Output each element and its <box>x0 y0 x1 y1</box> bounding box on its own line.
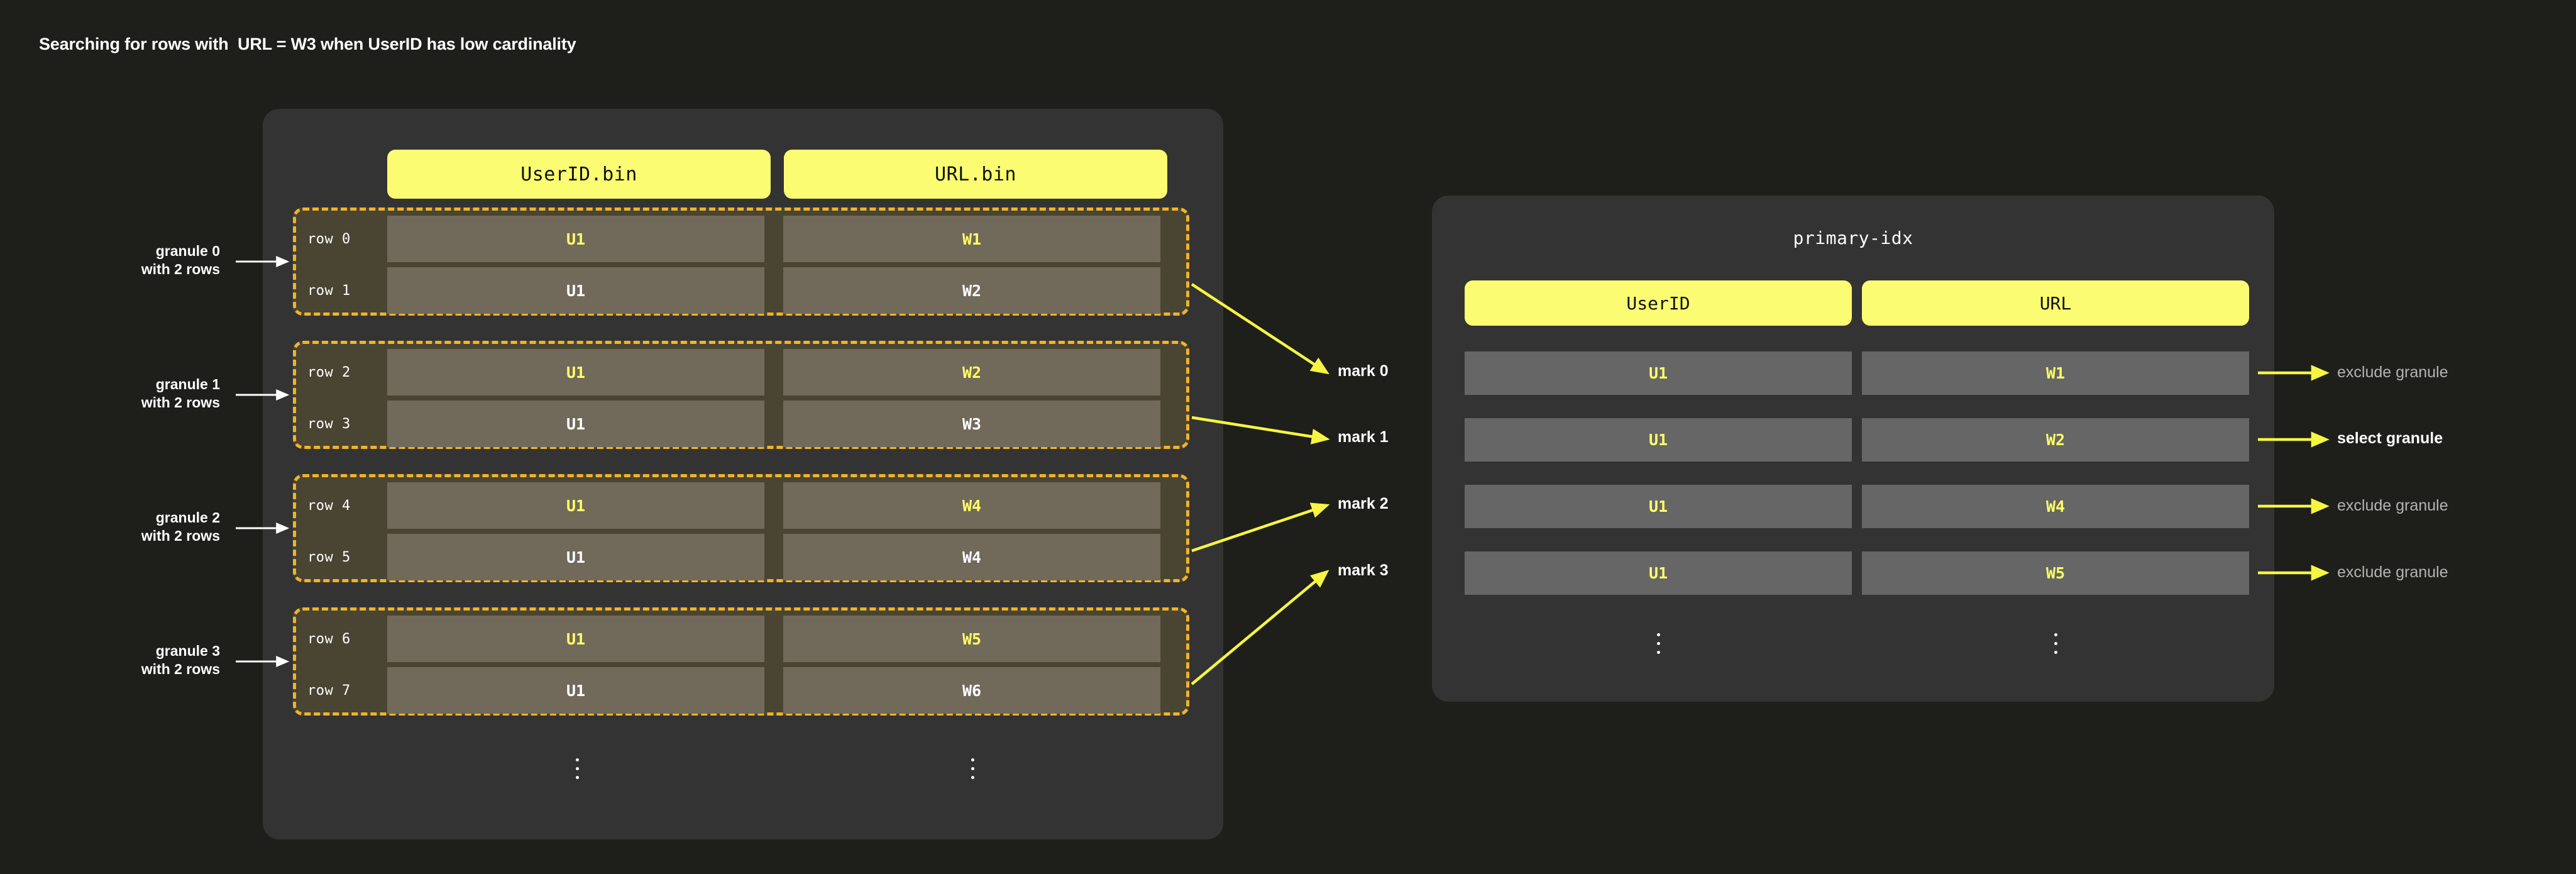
cell-url: W3 <box>783 401 1160 447</box>
row-label: row 7 <box>307 682 351 699</box>
cell-userid: U1 <box>387 267 764 314</box>
index-cell-userid: U1 <box>1465 418 1852 462</box>
column-header-userid-bin: UserID.bin <box>387 150 771 199</box>
granule-block[interactable]: row 6 U1 W5 row 7 U1 W6 <box>293 607 1189 716</box>
vertical-ellipsis-icon <box>2049 633 2062 660</box>
cell-url: W1 <box>783 216 1160 262</box>
row-label: row 2 <box>307 364 351 380</box>
index-cell-userid: U1 <box>1465 551 1852 595</box>
mark-label-3: mark 3 <box>1338 561 1389 579</box>
cell-userid: U1 <box>387 401 764 447</box>
index-cell-userid: U1 <box>1465 485 1852 528</box>
index-column-header-userid: UserID <box>1465 280 1852 326</box>
table-row: row 4 U1 W4 <box>296 482 1186 529</box>
row-label: row 0 <box>307 231 351 247</box>
decision-label-0: exclude granule <box>2337 363 2448 381</box>
decision-label-3: exclude granule <box>2337 563 2448 581</box>
page-title: Searching for rows with URL = W3 when Us… <box>39 35 576 53</box>
table-row: row 1 U1 W2 <box>296 267 1186 314</box>
vertical-ellipsis-icon <box>571 758 583 785</box>
row-label: row 4 <box>307 497 351 514</box>
cell-url: W5 <box>783 616 1160 662</box>
index-cell-url: W2 <box>1862 418 2249 462</box>
cell-userid: U1 <box>387 482 764 529</box>
cell-url: W6 <box>783 667 1160 714</box>
mark-label-2: mark 2 <box>1338 495 1389 512</box>
cell-url: W2 <box>783 349 1160 396</box>
table-row: row 5 U1 W4 <box>296 534 1186 580</box>
index-cell-url: W4 <box>1862 485 2249 528</box>
granule-block[interactable]: row 2 U1 W2 row 3 U1 W3 <box>293 341 1189 449</box>
vertical-ellipsis-icon <box>1652 633 1665 660</box>
cell-userid: U1 <box>387 349 764 396</box>
vertical-ellipsis-icon <box>966 758 979 785</box>
cell-userid: U1 <box>387 616 764 662</box>
decision-label-2: exclude granule <box>2337 497 2448 514</box>
cell-url: W2 <box>783 267 1160 314</box>
table-row: row 7 U1 W6 <box>296 667 1186 714</box>
table-row: row 3 U1 W3 <box>296 401 1186 447</box>
cell-url: W4 <box>783 482 1160 529</box>
table-row: row 0 U1 W1 <box>296 216 1186 262</box>
cell-userid: U1 <box>387 216 764 262</box>
row-label: row 3 <box>307 416 351 432</box>
index-cell-userid: U1 <box>1465 351 1852 395</box>
row-label: row 6 <box>307 631 351 647</box>
cell-userid: U1 <box>387 667 764 714</box>
table-row: row 6 U1 W5 <box>296 616 1186 662</box>
row-label: row 1 <box>307 282 351 299</box>
cell-userid: U1 <box>387 534 764 580</box>
index-cell-url: W5 <box>1862 551 2249 595</box>
granule-block[interactable]: row 4 U1 W4 row 5 U1 W4 <box>293 474 1189 582</box>
column-header-url-bin: URL.bin <box>784 150 1167 199</box>
decision-label-1: select granule <box>2337 429 2443 447</box>
granule-block[interactable]: row 0 U1 W1 row 1 U1 W2 <box>293 207 1189 316</box>
row-label: row 5 <box>307 549 351 565</box>
table-row: row 2 U1 W2 <box>296 349 1186 396</box>
primary-idx-title: primary-idx <box>1793 228 1913 248</box>
cell-url: W4 <box>783 534 1160 580</box>
mark-label-0: mark 0 <box>1338 362 1389 380</box>
mark-label-1: mark 1 <box>1338 428 1389 446</box>
index-column-header-url: URL <box>1862 280 2249 326</box>
index-cell-url: W1 <box>1862 351 2249 395</box>
